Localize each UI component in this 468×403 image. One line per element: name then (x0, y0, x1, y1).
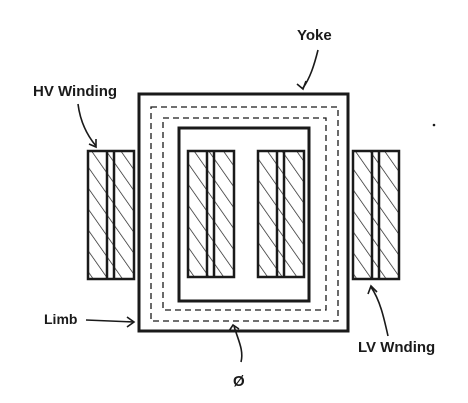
winding-right-limb (256, 149, 306, 279)
core-window (177, 126, 311, 303)
winding-left-limb (186, 149, 236, 279)
core-outer-frame (137, 92, 350, 333)
flux-path (150, 106, 339, 322)
transformer-core (137, 92, 350, 333)
flux-path-outer (150, 106, 339, 322)
hv-arrow (77, 103, 97, 147)
flux-path-inner (162, 117, 327, 311)
stray-dot (432, 123, 436, 127)
limb-label: Limb (44, 311, 77, 327)
lv-winding (351, 149, 401, 281)
flux-label: Ø (233, 373, 245, 390)
lv-winding-label: LV Wnding (358, 339, 435, 356)
flux-arrow (233, 325, 243, 363)
yoke-label: Yoke (297, 27, 332, 44)
lv-arrow (370, 286, 389, 337)
leader-arrows (77, 49, 389, 363)
limb-arrow (85, 319, 135, 323)
hv-winding-label: HV Winding (33, 83, 117, 100)
hv-winding (86, 149, 136, 281)
